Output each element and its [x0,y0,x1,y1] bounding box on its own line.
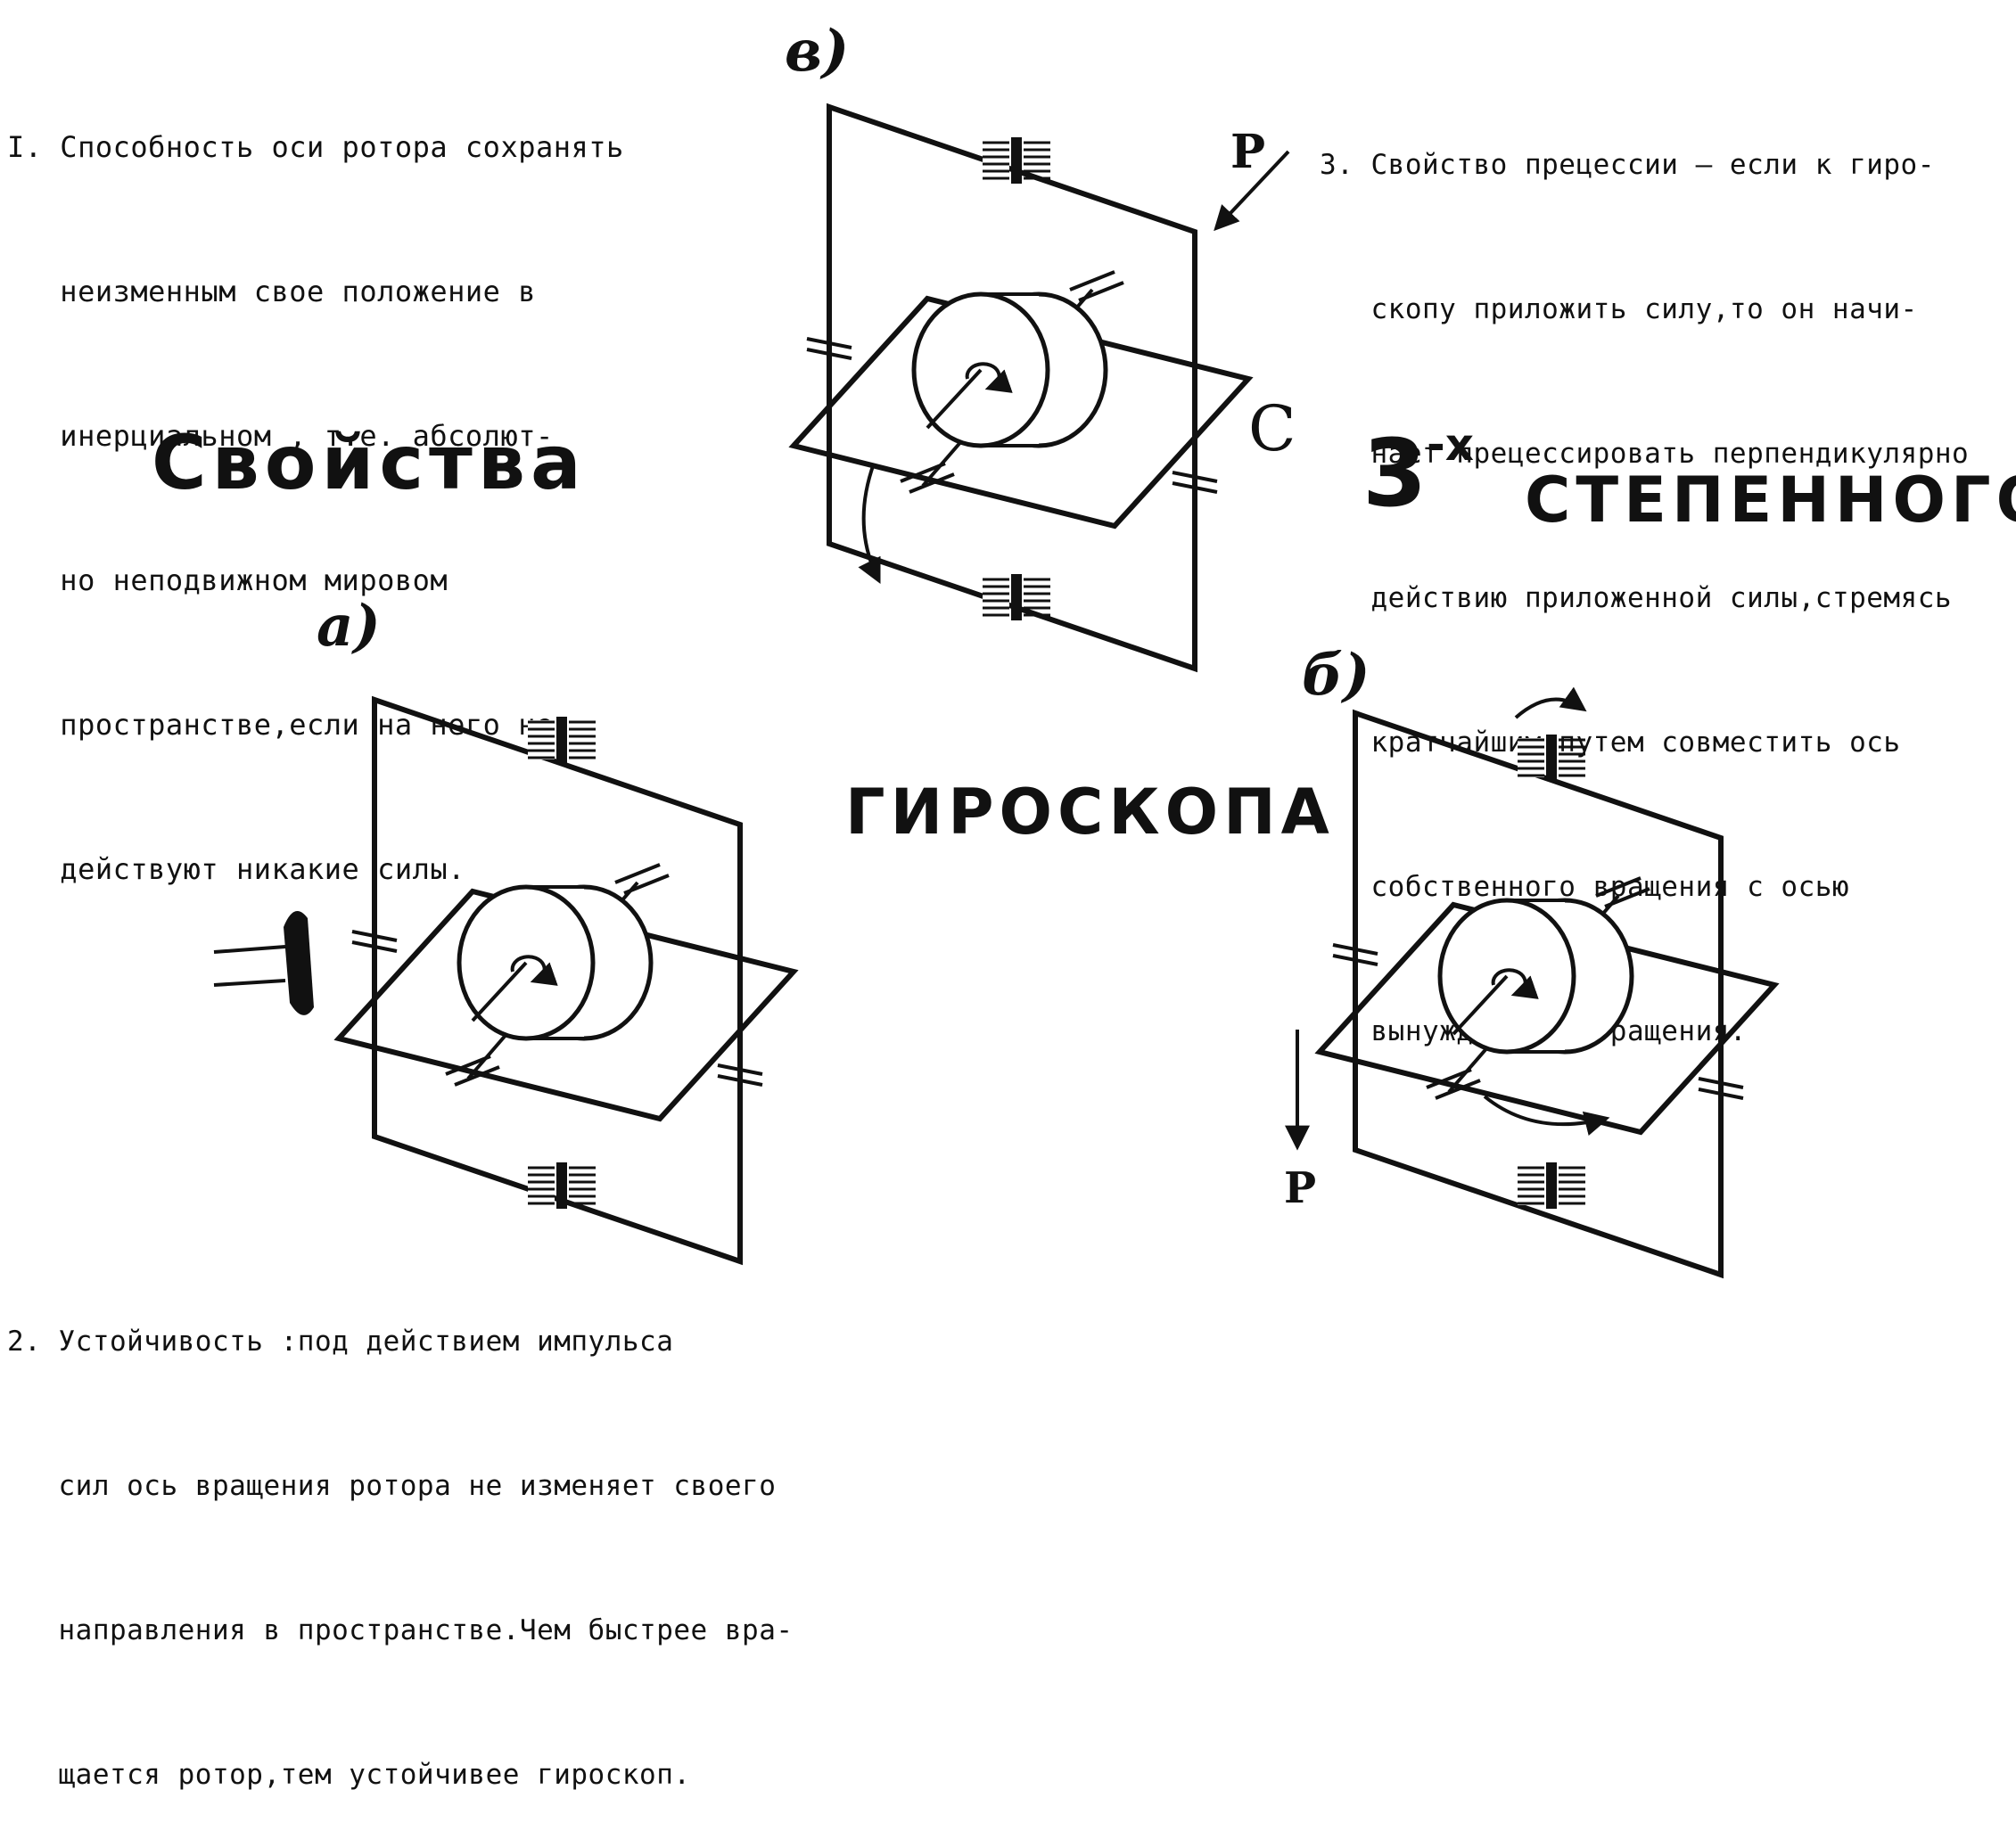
property-2-line: направления в пространстве.Чем быстрее в… [7,1614,794,1646]
figure-label-a: а) [317,593,381,660]
title-word-degree: степенного [1525,464,2016,537]
property-2-line: 2. Устойчивость :под действием импульса [7,1326,674,1358]
property-1-line: действуют никакие силы. [7,852,465,886]
bearing-icon [526,715,597,765]
property-1-line: I. Способность оси ротора сохранять [7,130,624,164]
hammer-icon [213,911,314,1015]
property-1-line: неизменным свое положение в [7,275,536,308]
title-word-gyroscope: гироскопа [845,776,1335,849]
property-3-line: действию приложенной силы,стремясь [1320,582,1953,614]
gyroscope-diagrams [213,0,2016,1422]
precession-arrow-icon [1514,686,1587,719]
property-2-line: щается ротор,тем устойчивее гироскоп. [7,1759,691,1791]
property-1-text: I. Способность оси ротора сохранять неиз… [7,27,624,941]
title-number-three: 3 [1362,419,1428,528]
force-arrow-icon [1214,150,1290,232]
property-1-line: инерциальном , т.е. абсолют- [7,419,554,453]
title-suffix: -х [1427,419,1475,471]
rotation-arrow-icon [1483,1095,1610,1137]
property-1-line: но неподвижном мировом [7,563,448,597]
bearing-icon [1516,733,1587,783]
figure-label-b: б) [1302,642,1370,709]
title-word-properties: Свойства [152,419,587,506]
figure-label-v: в) [785,18,850,85]
property-3-line: нает прецессировать перпендикулярно [1320,438,1970,470]
property-3-line: 3. Свойство прецессии – если к гиро- [1320,149,1935,181]
property-3-line: собственного вращения с осью [1320,871,1850,903]
property-1-line: пространстве,если на него не [7,708,554,742]
rotation-arrow-icon [858,463,881,585]
property-2-line: сил ось вращения ротора не изменяет свое… [7,1470,777,1502]
property-3-line: кратчайшим путем совместить ось [1320,726,1901,759]
point-label-c: C [1248,392,1296,465]
bearing-icon [526,1161,597,1211]
bearing-icon [1516,1161,1587,1211]
force-label-p-bottom: P [1284,1163,1317,1213]
property-3-line: скопу приложить силу,то он начи- [1320,293,1918,325]
force-label-p-top: P [1230,125,1266,179]
